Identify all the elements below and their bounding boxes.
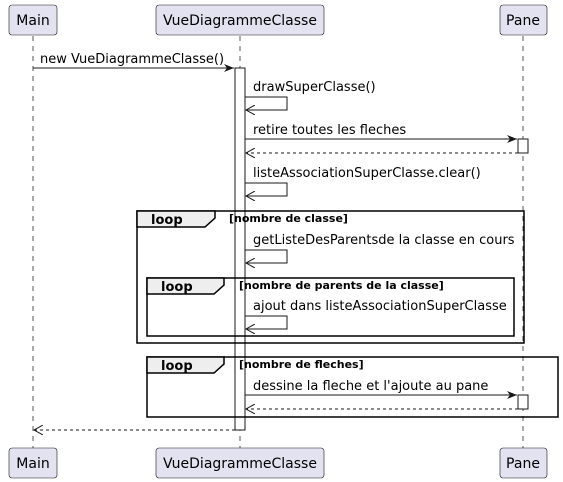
participant-pane-bottom: Pane — [499, 447, 548, 479]
activation-pane-1 — [517, 138, 529, 154]
loop-nombre-de-classe: loop [nombre de classe] — [136, 210, 525, 344]
loop-condition: [nombre de fleches] — [239, 358, 364, 371]
message-label: retire toutes les fleches — [253, 123, 406, 138]
participant-vue-top: VueDiagrammeClasse — [155, 4, 325, 36]
message-label: new VueDiagrammeClasse() — [40, 52, 224, 67]
message-ajout-liste: ajout dans listeAssociationSuperClasse — [245, 299, 507, 329]
participant-main-bottom: Main — [8, 447, 58, 479]
loop-keyword: loop — [161, 359, 193, 374]
loop-condition: [nombre de parents de la classe] — [239, 279, 444, 292]
participant-label: VueDiagrammeClasse — [163, 456, 317, 472]
loop-keyword: loop — [161, 280, 193, 295]
participant-pane-top: Pane — [499, 4, 548, 36]
loop-condition: [nombre de classe] — [229, 212, 348, 225]
message-label: dessine la fleche et l'ajoute au pane — [253, 379, 488, 394]
loop-nombre-de-fleches: loop [nombre de fleches] — [146, 356, 559, 418]
message-dessine-fleche: dessine la fleche et l'ajoute au pane — [245, 379, 517, 399]
activation-pane-2 — [517, 394, 529, 410]
participant-label: VueDiagrammeClasse — [163, 13, 317, 29]
message-clear-liste: listeAssociationSuperClasse.clear() — [245, 166, 481, 196]
activation-vue — [234, 67, 246, 431]
participant-label: Main — [16, 13, 49, 29]
participant-main-top: Main — [8, 4, 58, 36]
loop-nombre-de-parents: loop [nombre de parents de la classe] — [146, 277, 515, 337]
message-label: listeAssociationSuperClasse.clear() — [253, 166, 481, 181]
message-new-vue: new VueDiagrammeClasse() — [33, 52, 234, 72]
message-retire-fleches: retire toutes les fleches — [245, 123, 517, 143]
participant-vue-bottom: VueDiagrammeClasse — [155, 447, 325, 479]
participant-label: Pane — [506, 13, 540, 29]
message-label: ajout dans listeAssociationSuperClasse — [253, 299, 507, 314]
message-label: drawSuperClasse() — [253, 80, 376, 95]
participant-label: Main — [16, 456, 49, 472]
message-get-liste-parents: getListeDesParentsde la classe en cours — [245, 233, 515, 263]
participant-label: Pane — [506, 456, 540, 472]
message-label: getListeDesParentsde la classe en cours — [253, 233, 515, 248]
message-draw-super-classe: drawSuperClasse() — [245, 80, 376, 110]
loop-keyword: loop — [151, 213, 183, 228]
